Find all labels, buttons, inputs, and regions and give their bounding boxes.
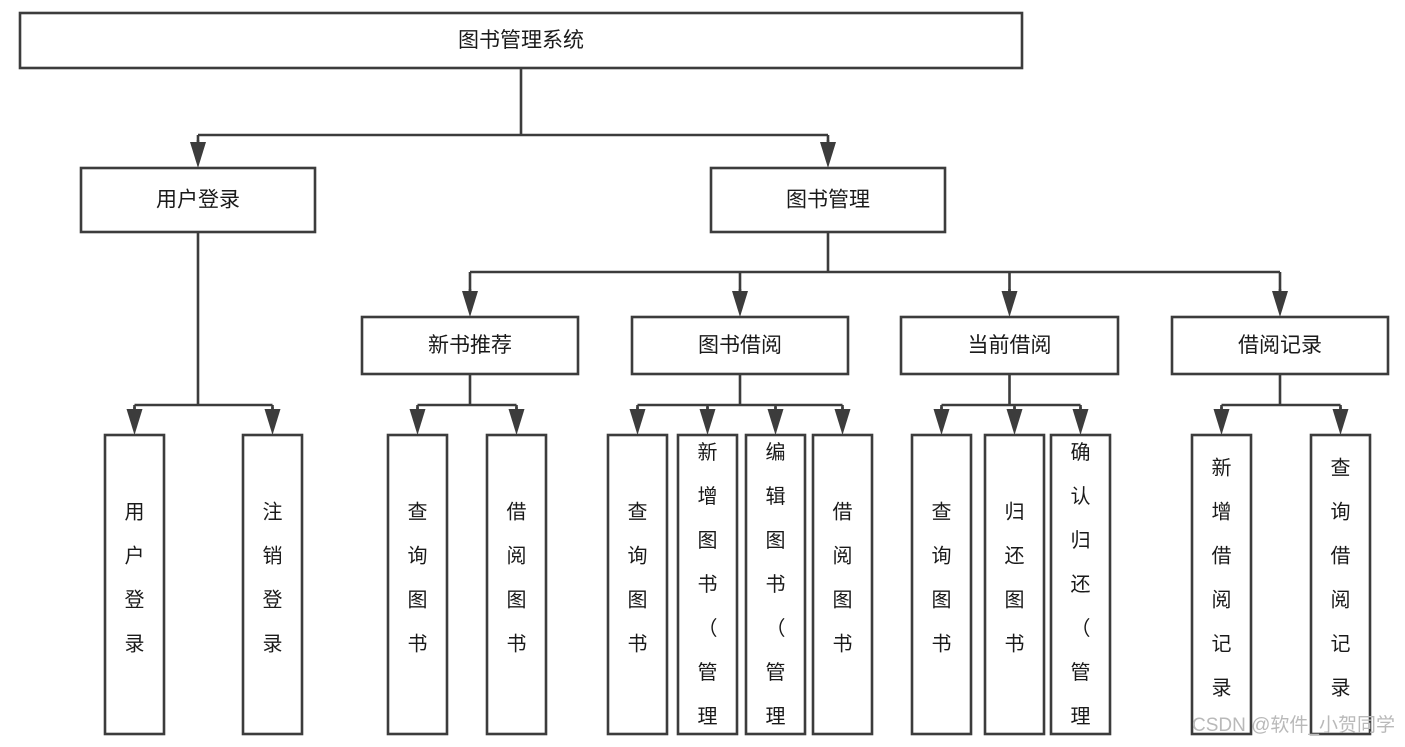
leaf-leaf-logout[interactable]: 注销登录 bbox=[241, 433, 304, 736]
new-book-recommend-arrow-1 bbox=[508, 409, 525, 435]
book-borrow-arrow-0 bbox=[629, 409, 646, 435]
node-root-root-box bbox=[18, 11, 1024, 70]
node-root-root[interactable]: 图书管理系统 bbox=[18, 11, 1024, 70]
node-borrow-record-box bbox=[1170, 315, 1390, 376]
node-current-borrow[interactable]: 当前借阅 bbox=[899, 315, 1120, 376]
node-book-borrow[interactable]: 图书借阅 bbox=[630, 315, 850, 376]
book-borrow-arrow-1 bbox=[699, 409, 716, 435]
leaf-leaf-query-book-current-box bbox=[910, 433, 973, 736]
leaf-leaf-add-book-admin-label: 新增图书（管理员） bbox=[698, 441, 718, 747]
leaf-leaf-confirm-return-admin[interactable]: 确认归还（管理员） bbox=[1049, 433, 1112, 747]
leaf-leaf-return-book-box bbox=[983, 433, 1046, 736]
leaf-leaf-user-login[interactable]: 用户登录 bbox=[103, 433, 166, 736]
leaf-leaf-borrow-book-label: 借阅图书 bbox=[833, 501, 853, 656]
leaf-leaf-add-book-admin-box bbox=[676, 433, 739, 736]
leaf-leaf-query-book-rec-box bbox=[386, 433, 449, 736]
leaf-leaf-edit-book-admin[interactable]: 编辑图书（管理员） bbox=[744, 433, 807, 747]
leaf-leaf-confirm-return-admin-box bbox=[1049, 433, 1112, 736]
leaf-leaf-query-book-borrow-label: 查询图书 bbox=[628, 501, 648, 656]
current-borrow-arrow-0 bbox=[933, 409, 950, 435]
node-new-book-recommend[interactable]: 新书推荐 bbox=[360, 315, 580, 376]
leaf-leaf-query-book-rec[interactable]: 查询图书 bbox=[386, 433, 449, 736]
leaf-leaf-edit-book-admin-box bbox=[744, 433, 807, 736]
leaf-leaf-logout-box bbox=[241, 433, 304, 736]
node-book-management[interactable]: 图书管理 bbox=[709, 166, 947, 234]
node-borrow-record-label: 借阅记录 bbox=[1238, 334, 1322, 357]
leaf-leaf-borrow-book-box bbox=[811, 433, 874, 736]
book-borrow-arrow-3 bbox=[834, 409, 851, 435]
node-user-login[interactable]: 用户登录 bbox=[79, 166, 317, 234]
borrow-record-arrow-0 bbox=[1213, 409, 1230, 435]
book-management-arrow-0 bbox=[462, 291, 478, 317]
node-user-login-box bbox=[79, 166, 317, 234]
node-book-borrow-box bbox=[630, 315, 850, 376]
leaf-leaf-return-book-label: 归还图书 bbox=[1005, 501, 1025, 656]
node-user-login-label: 用户登录 bbox=[156, 189, 240, 212]
node-root-root-label: 图书管理系统 bbox=[458, 29, 584, 52]
leaf-leaf-add-borrow-record[interactable]: 新增借阅记录 bbox=[1190, 433, 1253, 736]
book-management-arrow-2 bbox=[1001, 291, 1018, 317]
leaf-leaf-query-book-rec-label: 查询图书 bbox=[408, 501, 428, 656]
leaf-leaf-query-borrow-record-label: 查询借阅记录 bbox=[1331, 457, 1351, 700]
leaf-leaf-add-borrow-record-label: 新增借阅记录 bbox=[1212, 457, 1232, 700]
leaf-leaf-borrow-book-rec[interactable]: 借阅图书 bbox=[485, 433, 548, 736]
leaf-leaf-query-borrow-record[interactable]: 查询借阅记录 bbox=[1309, 433, 1372, 736]
book-management-arrow-1 bbox=[732, 291, 748, 317]
user-login-arrow-0 bbox=[126, 409, 143, 435]
leaf-leaf-user-login-label: 用户登录 bbox=[125, 502, 145, 656]
leaf-leaf-add-book-admin[interactable]: 新增图书（管理员） bbox=[676, 433, 739, 747]
node-current-borrow-box bbox=[899, 315, 1120, 376]
node-book-management-label: 图书管理 bbox=[786, 189, 870, 212]
leaf-leaf-return-book[interactable]: 归还图书 bbox=[983, 433, 1046, 736]
connector-layer bbox=[126, 68, 1349, 435]
node-book-management-box bbox=[709, 166, 947, 234]
leaf-leaf-user-login-box bbox=[103, 433, 166, 736]
current-borrow-arrow-2 bbox=[1072, 409, 1089, 435]
node-layer: 图书管理系统用户登录图书管理新书推荐图书借阅当前借阅借阅记录用户登录注销登录查询… bbox=[18, 11, 1390, 747]
root-arrow-1 bbox=[820, 142, 836, 168]
leaf-leaf-query-book-current-label: 查询图书 bbox=[932, 501, 952, 656]
leaf-leaf-add-borrow-record-box bbox=[1190, 433, 1253, 736]
node-book-borrow-label: 图书借阅 bbox=[698, 334, 782, 357]
node-new-book-recommend-box bbox=[360, 315, 580, 376]
current-borrow-arrow-1 bbox=[1006, 409, 1023, 435]
leaf-leaf-query-book-borrow-box bbox=[606, 433, 669, 736]
new-book-recommend-arrow-0 bbox=[409, 409, 426, 435]
leaf-leaf-borrow-book-rec-box bbox=[485, 433, 548, 736]
node-borrow-record[interactable]: 借阅记录 bbox=[1170, 315, 1390, 376]
user-login-arrow-1 bbox=[264, 409, 281, 435]
node-new-book-recommend-label: 新书推荐 bbox=[428, 334, 512, 357]
leaf-leaf-query-book-borrow[interactable]: 查询图书 bbox=[606, 433, 669, 736]
borrow-record-arrow-1 bbox=[1332, 409, 1349, 435]
book-management-arrow-3 bbox=[1272, 291, 1288, 317]
leaf-leaf-query-book-current[interactable]: 查询图书 bbox=[910, 433, 973, 736]
leaf-leaf-borrow-book[interactable]: 借阅图书 bbox=[811, 433, 874, 736]
leaf-leaf-query-borrow-record-box bbox=[1309, 433, 1372, 736]
book-borrow-arrow-2 bbox=[767, 409, 784, 435]
csdn-watermark: CSDN @软件_小贺同学 bbox=[1192, 714, 1395, 736]
leaf-leaf-confirm-return-admin-label: 确认归还（管理员） bbox=[1071, 441, 1091, 747]
leaf-leaf-borrow-book-rec-label: 借阅图书 bbox=[507, 501, 527, 656]
node-current-borrow-label: 当前借阅 bbox=[968, 334, 1052, 357]
root-arrow-0 bbox=[190, 142, 206, 168]
leaf-leaf-edit-book-admin-label: 编辑图书（管理员） bbox=[766, 441, 786, 747]
leaf-leaf-logout-label: 注销登录 bbox=[263, 501, 283, 656]
